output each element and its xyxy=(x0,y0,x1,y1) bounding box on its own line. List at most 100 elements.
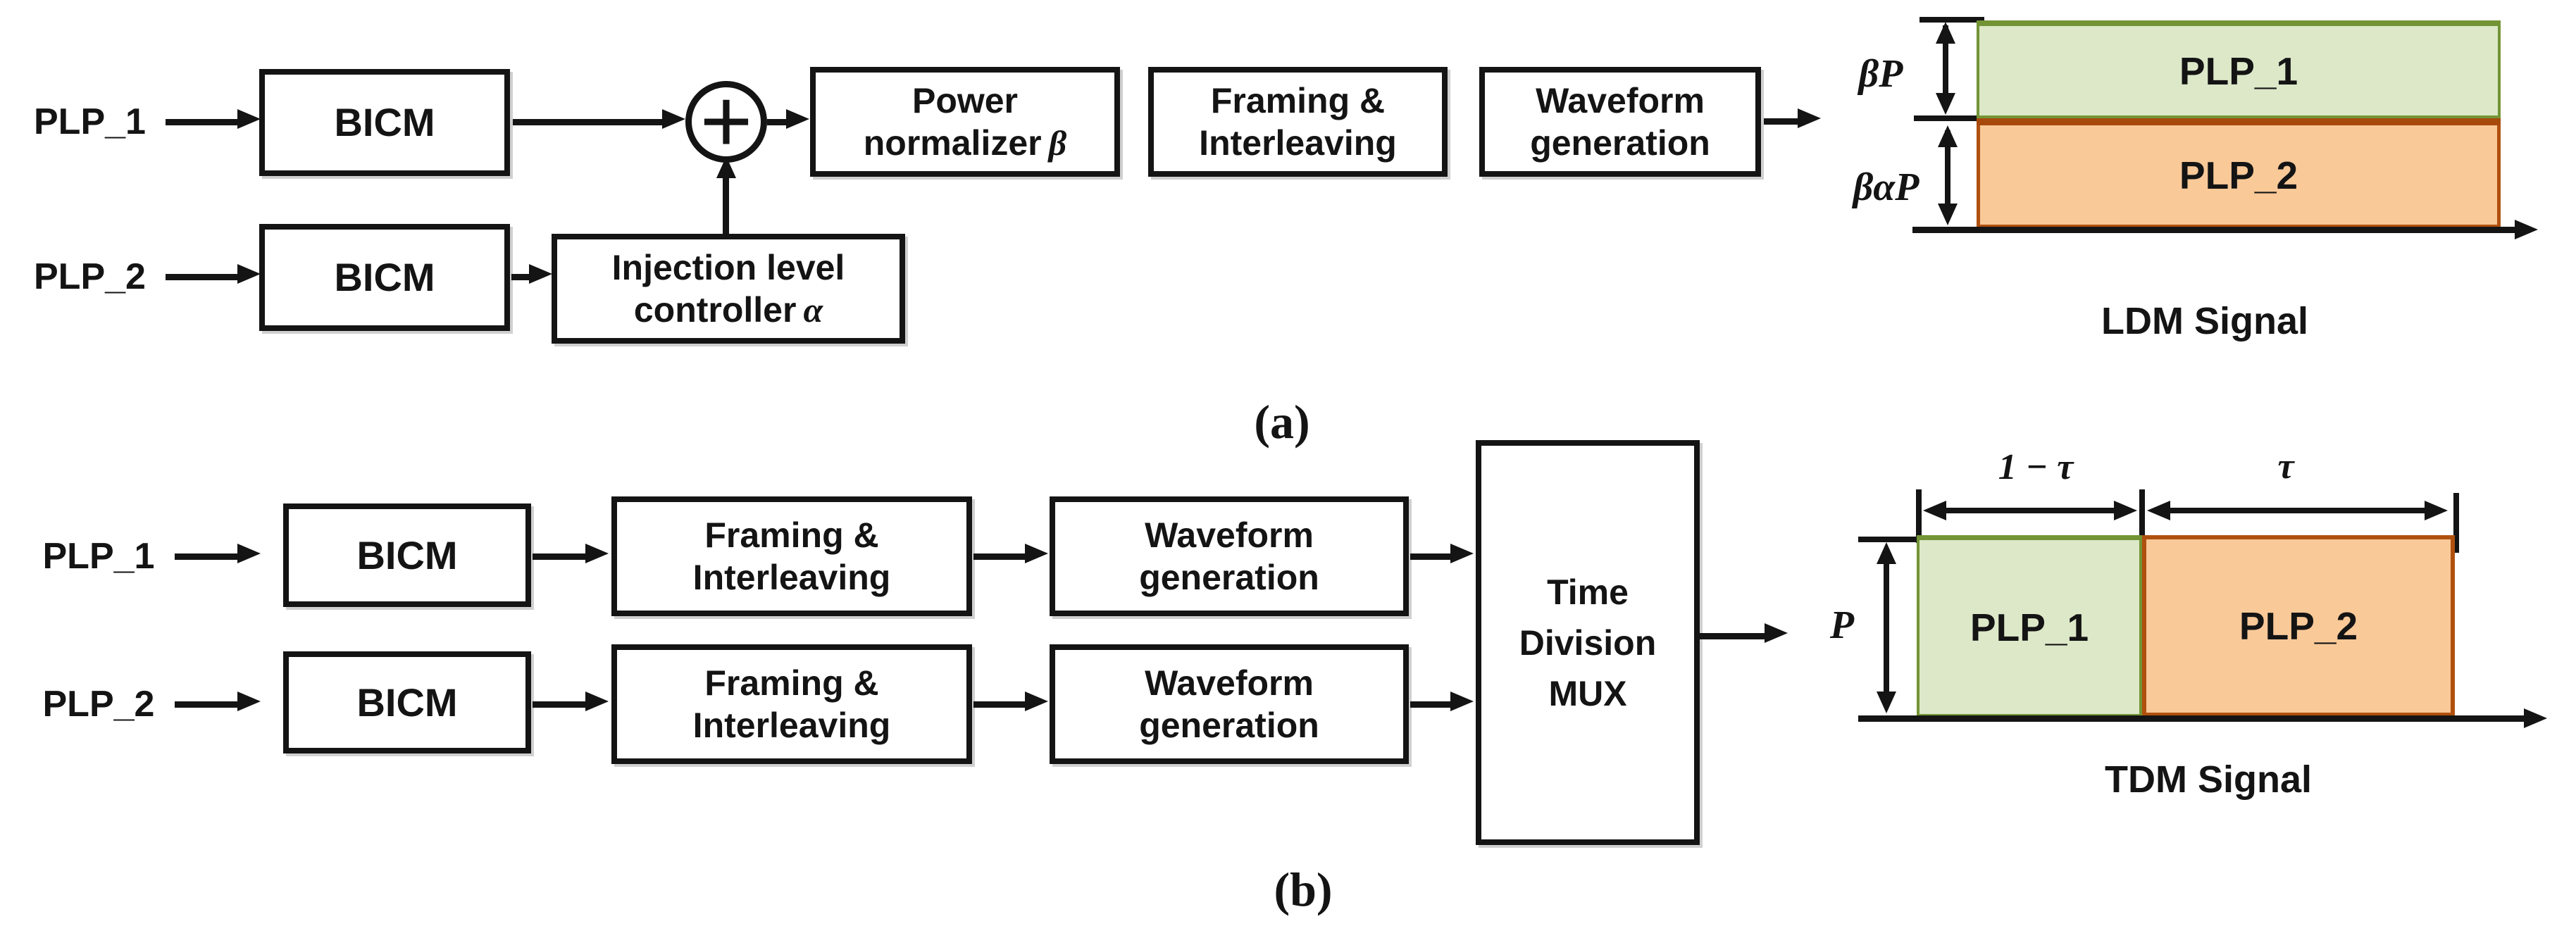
a-arrow-bicm2-inj-shaft xyxy=(511,274,531,280)
a-arrow-plp2-shaft xyxy=(166,274,239,280)
b-arrow-wave2-mux-shaft xyxy=(1410,701,1452,708)
b-arrow-fram1-wave1-head xyxy=(1025,544,1048,563)
b-waveform2-line2: generation xyxy=(1139,706,1319,745)
a-line-bicm1-adder xyxy=(513,119,664,125)
b-block-bicm-2: BICM xyxy=(283,651,531,753)
tdm-dim-p-head-down xyxy=(1877,692,1896,713)
ldm-tick-middle xyxy=(1914,115,1979,121)
a-block-bicm-1: BICM xyxy=(259,69,510,176)
b-arrow-mux-out-head xyxy=(1765,623,1788,643)
ldm-layer-plp1: PLP_1 xyxy=(1977,20,2501,118)
b-arrow-fram1-wave1-shaft xyxy=(973,553,1027,560)
a-arrow-wave-ldm-shaft xyxy=(1764,118,1800,125)
b-waveform1-line2: generation xyxy=(1139,558,1319,597)
a-power-line1: Power xyxy=(911,81,1019,120)
a-input-label-plp2: PLP_2 xyxy=(34,256,146,297)
a-waveform-line1: Waveform xyxy=(1536,81,1705,120)
a-waveform-line2: generation xyxy=(1530,123,1710,163)
b-arrow-plp2-head xyxy=(237,692,261,711)
ldm-dim-bp-line xyxy=(1943,25,1948,100)
b-framing1-line2: Interleaving xyxy=(692,558,891,597)
tdm-dim1-head-left xyxy=(1923,501,1946,520)
tdm-slot-plp1-label: PLP_1 xyxy=(1970,605,2089,649)
a-injection-line2: controller α xyxy=(634,289,823,331)
tdm-dim-p-line xyxy=(1884,549,1889,694)
tdm-slot-plp2-label: PLP_2 xyxy=(2239,604,2358,648)
b-block-framing-1: Framing & Interleaving xyxy=(611,496,972,616)
a-input-label-plp1: PLP_1 xyxy=(34,101,146,142)
a-adder-plus-icon: + xyxy=(685,77,767,167)
b-bicm1-label: BICM xyxy=(356,532,458,577)
a-block-power-normalizer: Power normalizer β xyxy=(810,67,1120,177)
tdm-signal-title: TDM Signal xyxy=(2105,758,2312,801)
ldm-layer-plp2-label: PLP_2 xyxy=(2179,153,2298,197)
b-input-label-plp1: PLP_1 xyxy=(42,536,155,577)
tdm-dim2-line xyxy=(2161,508,2430,513)
b-framing1-line1: Framing & xyxy=(704,515,879,555)
tdm-tick-middle xyxy=(2139,489,2145,549)
b-arrow-bicm2-fram2-shaft xyxy=(533,701,587,708)
ldm-layer-boundary xyxy=(1977,118,2501,125)
tdm-dim1-line xyxy=(1939,508,2122,513)
tdm-axis-arrowhead xyxy=(2524,708,2547,728)
tdm-dim2-head-right xyxy=(2425,501,2448,520)
ldm-axis-line xyxy=(1912,227,2518,233)
ldm-dim-bp-head-up xyxy=(1936,22,1955,44)
b-bicm2-label: BICM xyxy=(356,680,458,725)
ldm-axis-arrowhead xyxy=(2515,220,2538,239)
a-arrow-adder-power-head xyxy=(786,109,809,129)
b-waveform1-line1: Waveform xyxy=(1145,515,1314,555)
tdm-dim2-head-left xyxy=(2147,501,2170,520)
b-arrow-wave1-mux-shaft xyxy=(1410,553,1452,560)
ldm-tick-top xyxy=(1919,17,1984,23)
a-arrow-adder-power-shaft xyxy=(767,119,788,125)
a-arrow-bicm1-adder-head xyxy=(662,109,685,129)
tdm-tick-left xyxy=(1916,489,1922,543)
ldm-dim-bap-head-down xyxy=(1938,204,1958,225)
b-arrow-plp1-shaft xyxy=(175,553,239,560)
panel-b-caption: (b) xyxy=(1274,862,1333,916)
a-bicm1-label: BICM xyxy=(334,100,435,144)
b-block-waveform-2: Waveform generation xyxy=(1050,644,1409,764)
b-arrow-mux-out-shaft xyxy=(1700,633,1767,639)
a-bicm2-label: BICM xyxy=(334,255,435,299)
a-power-line2-text: normalizer xyxy=(863,123,1042,163)
b-block-framing-2: Framing & Interleaving xyxy=(611,644,972,764)
a-injection-line1: Injection level xyxy=(611,248,845,287)
a-arrow-plp1-shaft xyxy=(166,119,239,125)
b-arrow-wave2-mux-head xyxy=(1450,692,1474,711)
panel-a-caption: (a) xyxy=(1254,394,1310,449)
a-arrow-bicm2-inj-head xyxy=(529,264,552,284)
a-arrow-plp1-head xyxy=(237,109,261,129)
b-mux-line3: MUX xyxy=(1548,673,1627,713)
b-arrow-fram2-wave2-head xyxy=(1025,692,1048,711)
b-framing2-line2: Interleaving xyxy=(692,706,891,745)
a-injection-line2-text: controller xyxy=(633,290,797,330)
b-mux-line1: Time xyxy=(1547,572,1629,612)
b-waveform2-line1: Waveform xyxy=(1145,663,1314,703)
ldm-dim-bp-head-down xyxy=(1936,93,1955,115)
b-arrow-wave1-mux-head xyxy=(1450,544,1474,563)
b-block-time-division-mux: Time Division MUX xyxy=(1476,440,1700,845)
beta-symbol: β xyxy=(1048,123,1067,163)
b-arrow-plp1-head xyxy=(237,544,261,563)
b-arrow-plp2-shaft xyxy=(175,701,239,708)
ldm-signal-title: LDM Signal xyxy=(2101,300,2308,342)
b-framing2-line1: Framing & xyxy=(704,663,879,703)
b-arrow-fram2-wave2-shaft xyxy=(973,701,1027,708)
a-block-waveform-generation: Waveform generation xyxy=(1479,67,1761,177)
b-block-bicm-1: BICM xyxy=(283,503,531,607)
tdm-slot-plp2: PLP_2 xyxy=(2142,535,2455,717)
tdm-dim-p-head-up xyxy=(1877,542,1896,564)
a-block-framing-interleaving: Framing & Interleaving xyxy=(1148,67,1448,177)
a-power-line2: normalizer β xyxy=(864,122,1066,164)
tdm-duration-label-1: 1 − τ xyxy=(1998,446,2074,487)
ldm-layer-plp2: PLP_2 xyxy=(1977,125,2501,228)
b-arrow-bicm1-fram1-head xyxy=(585,544,609,563)
tdm-tick-right xyxy=(2453,493,2459,553)
tdm-tick-p-top xyxy=(1858,537,1918,542)
tdm-slot-plp1: PLP_1 xyxy=(1917,535,2142,717)
ldm-layer-plp1-label: PLP_1 xyxy=(2179,49,2298,93)
a-block-bicm-2: BICM xyxy=(259,224,510,331)
